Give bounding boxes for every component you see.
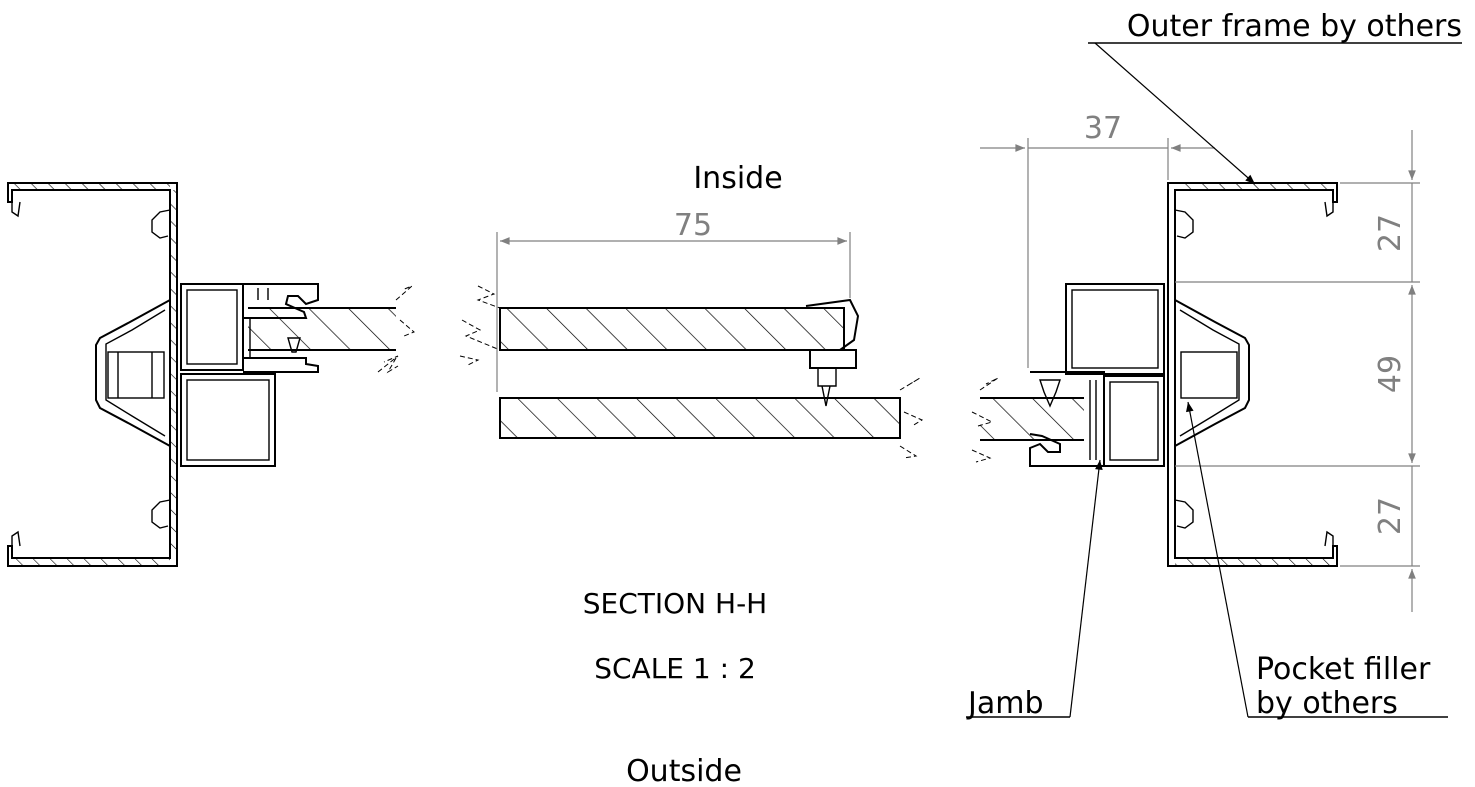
inside-label: Inside (693, 161, 782, 196)
outside-label: Outside (626, 754, 742, 787)
leader-outer-frame (1088, 42, 1462, 185)
pocket-filler-label-line1: Pocket filler (1256, 652, 1431, 687)
dimension-glass-width (496, 232, 851, 392)
dimension-vertical-chain (1175, 130, 1420, 612)
right-frame-assembly (971, 182, 1338, 567)
leader-pocket-filler (1186, 401, 1448, 718)
dimension-jamb-depth-text: 37 (1084, 111, 1122, 146)
leader-jamb (966, 459, 1103, 718)
pocket-filler-label-line2: by others (1256, 686, 1398, 721)
dimension-bottom-flange-text: 27 (1373, 497, 1408, 535)
dimension-center-text: 49 (1373, 355, 1408, 393)
dimension-top-flange-text: 27 (1373, 214, 1408, 252)
dimension-glass-width-text: 75 (674, 208, 712, 243)
left-frame-assembly (7, 182, 415, 567)
center-glass-assembly (459, 285, 924, 459)
section-title: SECTION H-H (583, 587, 767, 620)
dimension-jamb-depth (980, 138, 1215, 368)
scale-label: SCALE 1 : 2 (594, 652, 756, 685)
outer-frame-label: Outer frame by others (1127, 9, 1462, 44)
jamb-label: Jamb (966, 686, 1044, 721)
